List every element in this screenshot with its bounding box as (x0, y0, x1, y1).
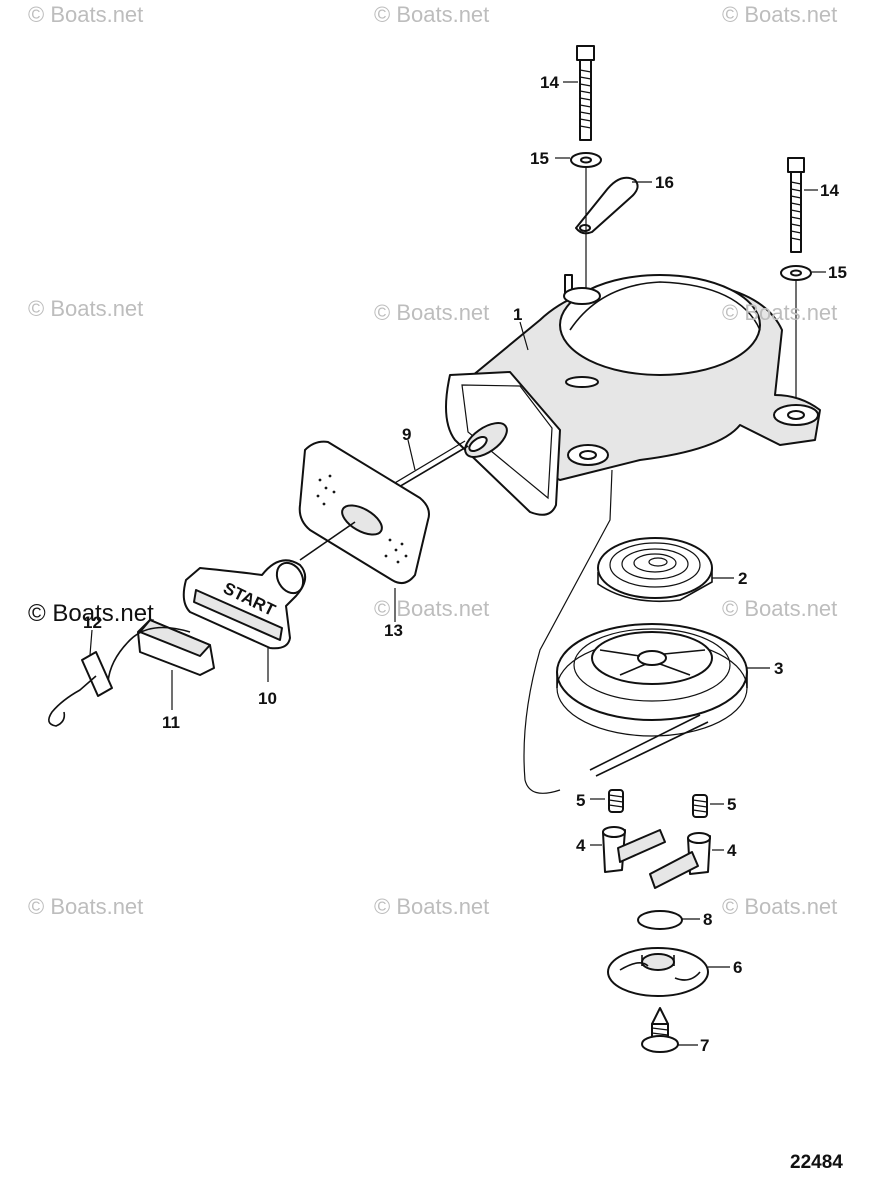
callout-12: 12 (83, 613, 102, 632)
callout-6: 6 (733, 958, 742, 977)
callout-5-right: 5 (727, 795, 736, 814)
rope-routing-line (523, 469, 613, 794)
insert-part-11[interactable] (137, 619, 215, 676)
callout-10: 10 (258, 689, 277, 708)
callout-14-right: 14 (820, 181, 839, 200)
leader-lines (89, 81, 826, 1046)
watermark: © Boats.net (374, 596, 490, 621)
bolt-part-14-right[interactable] (787, 157, 805, 253)
spring-part-5-left[interactable] (608, 789, 624, 813)
rope-guide-part-13[interactable] (298, 440, 430, 585)
watermark: © Boats.net (722, 2, 838, 27)
callout-2: 2 (738, 569, 747, 588)
callout-4-left: 4 (576, 836, 586, 855)
drawing-number: 22484 (790, 1152, 843, 1173)
plate-part-16[interactable] (575, 176, 639, 235)
screw-part-7[interactable] (641, 1007, 679, 1053)
rewind-spring-part-2[interactable] (597, 537, 713, 603)
callout-11: 11 (162, 713, 180, 732)
rope-segment (299, 521, 356, 561)
callout-14-top: 14 (540, 73, 559, 92)
callout-15-right: 15 (828, 263, 847, 282)
starter-handle-part-10[interactable] (182, 558, 309, 650)
watermark: © Boats.net (28, 600, 154, 627)
callout-16: 16 (655, 173, 674, 192)
watermark: © Boats.net (722, 894, 838, 919)
callout-13: 13 (384, 621, 403, 640)
bolt-part-14-top[interactable] (576, 45, 595, 141)
friction-plate-part-6[interactable] (607, 947, 709, 997)
starter-housing-part-1[interactable] (445, 274, 821, 516)
callout-8: 8 (703, 910, 712, 929)
watermark: © Boats.net (722, 300, 838, 325)
callout-4-right: 4 (727, 841, 737, 860)
washer-part-8[interactable] (637, 910, 683, 930)
watermark: © Boats.net (374, 2, 490, 27)
callout-15-top: 15 (530, 149, 549, 168)
watermark: © Boats.net (28, 894, 144, 919)
watermark: © Boats.net (374, 894, 490, 919)
callout-7: 7 (700, 1036, 709, 1055)
washer-part-15-top[interactable] (570, 152, 602, 168)
pawl-part-4-left[interactable] (602, 826, 666, 873)
watermark: © Boats.net (374, 300, 490, 325)
rope-pulley-part-3[interactable] (556, 623, 748, 777)
spring-part-5-right[interactable] (692, 794, 708, 818)
rope-end (107, 626, 191, 683)
watermark: © Boats.net (28, 296, 144, 321)
callout-5-left: 5 (576, 791, 585, 810)
callout-1: 1 (513, 305, 522, 324)
callout-3: 3 (774, 659, 783, 678)
retainer-part-12[interactable] (48, 651, 113, 727)
watermark: © Boats.net (28, 2, 144, 27)
pawl-part-4-right[interactable] (649, 832, 711, 889)
washer-part-15-right[interactable] (780, 265, 812, 281)
callout-9: 9 (402, 425, 411, 444)
watermark: © Boats.net (722, 596, 838, 621)
